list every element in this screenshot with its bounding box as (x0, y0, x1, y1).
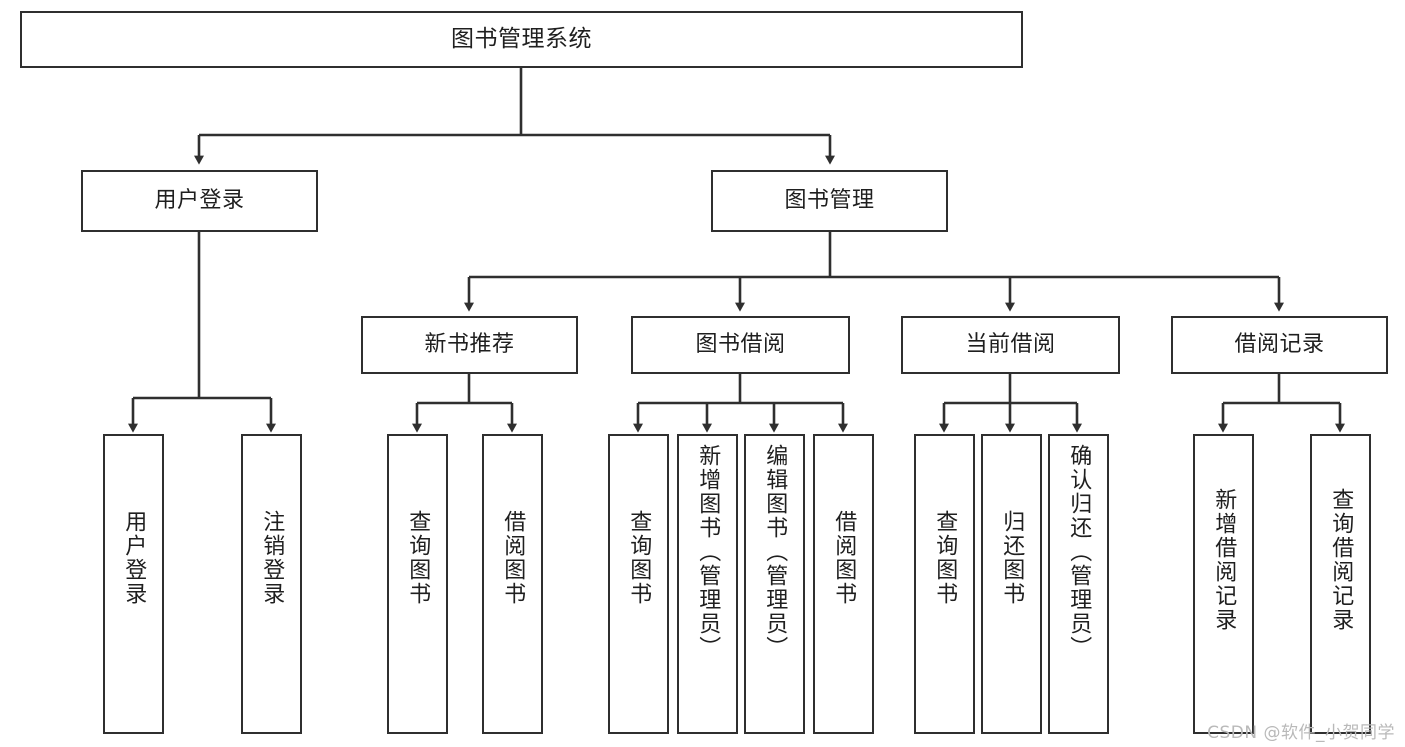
node-label: 查询图书 (405, 510, 431, 606)
leaf-user-login-logout[interactable]: 注销登录 (241, 434, 302, 734)
node-label: 借阅记录 (1234, 331, 1325, 357)
node-label: 图书管理系统 (451, 25, 592, 52)
node-book-management[interactable]: 图书管理 (711, 170, 948, 232)
node-label: 归还图书 (999, 510, 1025, 606)
node-label: 借阅图书 (831, 510, 857, 606)
node-current-borrow[interactable]: 当前借阅 (901, 316, 1120, 374)
node-label: 新增借阅记录 (1211, 488, 1237, 632)
node-new-book-recommend[interactable]: 新书推荐 (361, 316, 578, 374)
leaf-borrow-record-add[interactable]: 新增借阅记录 (1193, 434, 1254, 734)
node-label: 新书推荐 (424, 331, 515, 357)
node-label: 查询图书 (626, 510, 652, 606)
leaf-current-borrow-query[interactable]: 查询图书 (914, 434, 975, 734)
leaf-book-borrow-add[interactable]: 新增图书（管理员） (677, 434, 738, 734)
node-user-login[interactable]: 用户登录 (81, 170, 318, 232)
node-book-borrow[interactable]: 图书借阅 (631, 316, 850, 374)
node-label: 图书借阅 (695, 331, 786, 357)
node-label: 当前借阅 (965, 331, 1056, 357)
leaf-book-borrow-borrow[interactable]: 借阅图书 (813, 434, 874, 734)
node-label: 用户登录 (154, 187, 245, 213)
leaf-new-book-query[interactable]: 查询图书 (387, 434, 448, 734)
node-label: 确认归还（管理员） (1066, 444, 1092, 660)
leaf-current-borrow-return[interactable]: 归还图书 (981, 434, 1042, 734)
node-label: 新增图书（管理员） (695, 444, 721, 660)
node-borrow-records[interactable]: 借阅记录 (1171, 316, 1388, 374)
node-label: 注销登录 (259, 510, 285, 606)
node-label: 查询借阅记录 (1328, 488, 1354, 632)
node-label: 用户登录 (121, 510, 147, 606)
leaf-borrow-record-query[interactable]: 查询借阅记录 (1310, 434, 1371, 734)
leaf-book-borrow-edit[interactable]: 编辑图书（管理员） (744, 434, 805, 734)
leaf-book-borrow-query[interactable]: 查询图书 (608, 434, 669, 734)
node-label: 图书管理 (784, 187, 875, 213)
node-label: 借阅图书 (500, 510, 526, 606)
watermark: CSDN @软件_小贺同学 (1207, 723, 1395, 743)
node-label: 编辑图书（管理员） (762, 444, 788, 660)
leaf-user-login-login[interactable]: 用户登录 (103, 434, 164, 734)
leaf-current-borrow-confirm-return[interactable]: 确认归还（管理员） (1048, 434, 1109, 734)
node-label: 查询图书 (932, 510, 958, 606)
leaf-new-book-borrow[interactable]: 借阅图书 (482, 434, 543, 734)
node-root-system[interactable]: 图书管理系统 (20, 11, 1023, 68)
